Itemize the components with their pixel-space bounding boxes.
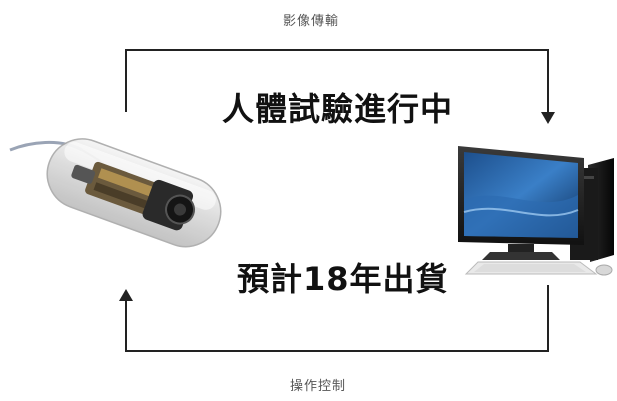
desktop-computer-icon <box>458 146 614 276</box>
operation-control-label: 操作控制 <box>290 379 347 394</box>
bottom-flow-arrow <box>119 285 549 352</box>
top-flow-arrow <box>125 49 555 124</box>
capsule-camera-icon <box>9 138 222 248</box>
image-transfer-label: 影像傳輸 <box>283 14 340 29</box>
shipping-estimate-text: 預計18年出貨 <box>237 260 449 298</box>
trial-status-text: 人體試驗進行中 <box>222 90 454 128</box>
arrow-up-head <box>119 289 133 301</box>
arrow-down-head <box>541 112 555 124</box>
